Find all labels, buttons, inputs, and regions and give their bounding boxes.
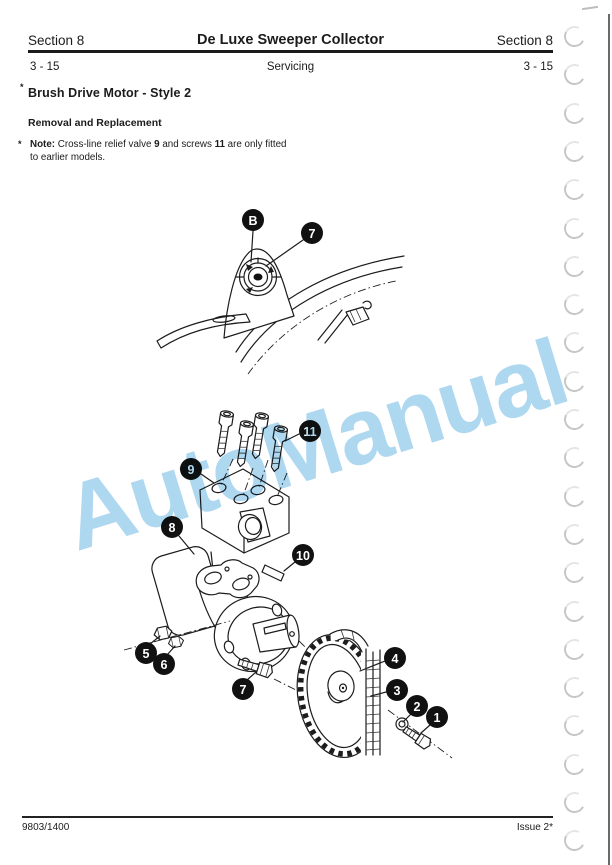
svg-text:11: 11 bbox=[303, 425, 316, 439]
callout-4: 4 bbox=[384, 647, 406, 669]
callout-2: 2 bbox=[406, 695, 428, 717]
subheader-row: 3 - 15 Servicing 3 - 15 bbox=[28, 61, 553, 76]
section-name: Servicing bbox=[266, 61, 315, 73]
svg-text:7: 7 bbox=[240, 683, 247, 697]
woodruff-key bbox=[261, 564, 285, 582]
svg-text:B: B bbox=[248, 214, 257, 228]
page-header-title: De Luxe Sweeper Collector bbox=[197, 32, 384, 48]
bolt-1-axis-line bbox=[387, 709, 453, 759]
svg-text:7: 7 bbox=[309, 227, 316, 241]
svg-text:8: 8 bbox=[169, 521, 176, 535]
callout-10: 10 bbox=[292, 544, 314, 566]
hydraulic-motor bbox=[151, 546, 300, 672]
header-left: Section 8 bbox=[28, 33, 85, 48]
page-number-right: 3 - 15 bbox=[523, 61, 553, 73]
callout-9: 9 bbox=[180, 458, 202, 480]
issue-number: Issue 2* bbox=[516, 822, 553, 833]
page-title: Brush Drive Motor - Style 2 bbox=[28, 86, 192, 100]
svg-text:4: 4 bbox=[392, 652, 399, 666]
note-label: Note: bbox=[30, 139, 56, 150]
body-section-hatch bbox=[317, 300, 372, 344]
page-edge-line bbox=[608, 14, 610, 865]
callout-B: B bbox=[242, 209, 264, 231]
callout-1: 1 bbox=[426, 706, 448, 728]
bolt-1 bbox=[402, 726, 432, 750]
bracket-boss bbox=[235, 257, 282, 297]
header-row: Section 8 De Luxe Sweeper Collector Sect… bbox=[28, 32, 553, 50]
sprocket-hub bbox=[327, 670, 355, 704]
callout-5: 5 bbox=[135, 642, 157, 664]
callout-7-bottom: 7 bbox=[232, 678, 254, 700]
page-number-left: 3 - 15 bbox=[30, 61, 60, 73]
callout-7-top: 7 bbox=[301, 222, 323, 244]
valve-block bbox=[199, 468, 290, 554]
callout-6: 6 bbox=[153, 653, 175, 675]
svg-text:1: 1 bbox=[434, 711, 441, 725]
callout-leaders bbox=[149, 230, 431, 734]
note-asterisk: * bbox=[18, 139, 22, 149]
svg-text:6: 6 bbox=[161, 658, 168, 672]
header-rule bbox=[28, 50, 553, 53]
motor-gasket-face bbox=[195, 559, 260, 599]
machine-body-arcs bbox=[235, 255, 405, 375]
title-asterisk: * bbox=[20, 82, 24, 92]
bolt-7 bbox=[237, 658, 303, 694]
note-paragraph: Note: Cross-line relief valve 9 and scre… bbox=[30, 139, 287, 163]
svg-text:3: 3 bbox=[394, 684, 401, 698]
section-subtitle: Removal and Replacement bbox=[28, 117, 162, 129]
mounting-bracket bbox=[156, 248, 295, 349]
header-right: Section 8 bbox=[496, 33, 553, 48]
svg-text:10: 10 bbox=[296, 549, 310, 563]
washer-2 bbox=[395, 717, 409, 731]
footer-rule bbox=[22, 816, 553, 818]
svg-text:2: 2 bbox=[414, 700, 421, 714]
note-line2: to earlier models. bbox=[30, 151, 106, 163]
svg-text:5: 5 bbox=[143, 647, 150, 661]
callout-11: 11 bbox=[299, 420, 321, 442]
publication-number: 9803/1400 bbox=[22, 822, 70, 833]
drive-chain bbox=[329, 629, 385, 756]
callout-8: 8 bbox=[161, 516, 183, 538]
callout-3: 3 bbox=[386, 679, 408, 701]
svg-text:9: 9 bbox=[188, 463, 195, 477]
